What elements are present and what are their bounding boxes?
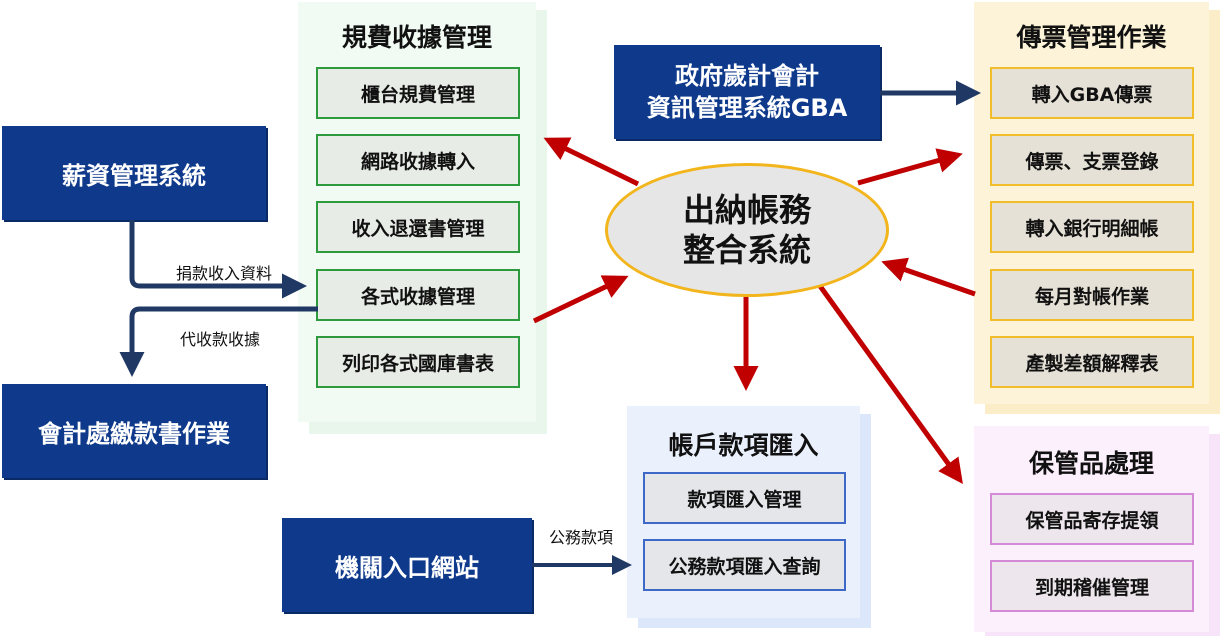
accounts-item-manage[interactable]: 款項匯入管理 — [643, 472, 846, 524]
fees-item-counter[interactable]: 櫃台規費管理 — [316, 67, 520, 119]
custody-item-deposit[interactable]: 保管品寄存提領 — [990, 493, 1194, 545]
portal-system-box[interactable]: 機關入口網站 — [282, 518, 532, 612]
vouchers-item-difference[interactable]: 產製差額解釋表 — [990, 336, 1194, 388]
core-system-line2: 整合系統 — [682, 231, 811, 269]
vouchers-item-gba[interactable]: 轉入GBA傳票 — [990, 67, 1194, 119]
fees-item-receipts[interactable]: 各式收據管理 — [316, 269, 520, 321]
accounts-panel-title: 帳戶款項匯入 — [668, 431, 819, 460]
core-system-line1: 出納帳務 — [682, 191, 811, 229]
center-to-vouchers-arrow — [857, 148, 963, 186]
reconcile-to-center-arrow — [881, 257, 976, 297]
fees-item-online[interactable]: 網路收據轉入 — [316, 134, 520, 186]
gba-system-box[interactable]: 政府歲計會計 資訊管理系統GBA — [614, 45, 880, 139]
vouchers-panel-title: 傳票管理作業 — [1016, 23, 1167, 52]
center-to-fees-arrow — [543, 137, 640, 187]
salary-system-box[interactable]: 薪資管理系統 — [2, 126, 266, 220]
fees-panel-title: 規費收據管理 — [341, 23, 492, 52]
accounting-system-box[interactable]: 會計處繳款書作業 — [2, 384, 266, 478]
custody-item-expiry[interactable]: 到期稽催管理 — [990, 560, 1194, 612]
accounts-item-query[interactable]: 公務款項匯入查詢 — [643, 539, 846, 591]
core-system-ellipse[interactable]: 出納帳務 整合系統 — [605, 163, 889, 297]
accounting-system-label: 會計處繳款書作業 — [38, 419, 230, 448]
fees-item-refund[interactable]: 收入退還書管理 — [316, 201, 520, 253]
gba-system-line2: 資訊管理系統GBA — [646, 94, 848, 122]
collection-receipt-label: 代收款收據 — [180, 330, 261, 349]
fees-item-print[interactable]: 列印各式國庫書表 — [316, 336, 520, 388]
vouchers-item-bank[interactable]: 轉入銀行明細帳 — [990, 201, 1194, 253]
center-to-custody-arrow — [817, 284, 963, 485]
public-funds-label: 公務款項 — [549, 528, 614, 547]
donation-data-label: 捐款收入資料 — [176, 264, 273, 283]
gba-system-line1: 政府歲計會計 — [675, 61, 819, 90]
vouchers-item-register[interactable]: 傳票、支票登錄 — [990, 134, 1194, 186]
portal-system-label: 機關入口網站 — [335, 553, 479, 582]
receipts-to-center-arrow — [532, 275, 629, 324]
salary-system-label: 薪資管理系統 — [62, 161, 206, 190]
custody-panel-title: 保管品處理 — [1028, 449, 1154, 478]
salary-to-receipts-arrow — [129, 220, 307, 299]
receipts-to-accounting-arrow — [119, 306, 318, 377]
vouchers-item-reconcile[interactable]: 每月對帳作業 — [990, 269, 1194, 321]
